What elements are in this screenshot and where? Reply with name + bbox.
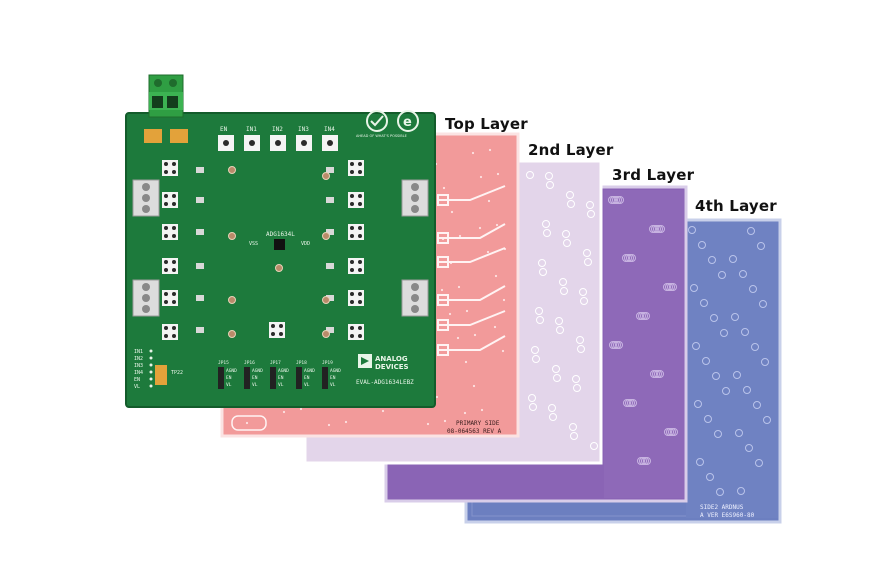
jumper-pin-label: VL — [252, 382, 258, 388]
left-pin-label: IN3 — [134, 363, 143, 369]
analog-devices-logo: ANALOG DEVICES — [358, 354, 409, 371]
jumper-pin-label: AGND — [252, 368, 263, 374]
jumper-pin-label: VL — [226, 382, 232, 388]
jumper-pin-label: VL — [278, 382, 284, 388]
vss-label: VSS — [249, 241, 258, 247]
left-pin-label: IN4 — [134, 370, 143, 376]
left-pin-label: IN2 — [134, 356, 143, 362]
terminal-block-connector — [148, 74, 184, 118]
vdd-label: VDD — [301, 241, 310, 247]
eco-icon — [397, 110, 419, 132]
svg-text:e: e — [403, 115, 412, 130]
model-label: EVAL-ADG1634LEBZ — [356, 379, 414, 386]
jumper-pin-label: EN — [330, 375, 336, 381]
left-pin-label: EN — [134, 377, 140, 383]
jumper-pin-label: VL — [304, 382, 310, 388]
fourth-layer-silk-1: SIDE2 ARDNUS — [700, 504, 744, 511]
top-layer-label: Top Layer — [445, 115, 528, 133]
svg-text:ANALOG: ANALOG — [375, 355, 408, 363]
chip-label: ADG1634L — [266, 231, 295, 238]
jumper-label: JP16 — [244, 360, 255, 366]
jumper-pin-label: AGND — [226, 368, 237, 374]
second-layer-label: 2nd Layer — [528, 141, 614, 159]
top-header-label: IN2 — [272, 126, 283, 133]
jumper-label: JP19 — [322, 360, 333, 366]
jumper-pin-label: EN — [278, 375, 284, 381]
fourth-layer-label: 4th Layer — [695, 197, 777, 215]
left-pin-label: IN1 — [134, 349, 143, 355]
jumper-label: JP18 — [296, 360, 307, 366]
jumper-pin-label: AGND — [304, 368, 315, 374]
svg-text:DEVICES: DEVICES — [375, 363, 409, 371]
jumper-pin-label: AGND — [278, 368, 289, 374]
fourth-layer-silk-2: A VER E6S960-80 — [700, 512, 755, 519]
jumper-pin-label: VL — [330, 382, 336, 388]
jumper-pin-label: EN — [226, 375, 232, 381]
third-layer-label: 3rd Layer — [612, 166, 695, 184]
jumper-pin-label: EN — [304, 375, 310, 381]
top-header-label: IN3 — [298, 126, 309, 133]
jumper-pin-label: AGND — [330, 368, 341, 374]
jumper-label: JP15 — [218, 360, 229, 366]
tagline: AHEAD OF WHAT'S POSSIBLE — [356, 134, 407, 138]
tp-ref-label: TP22 — [171, 370, 183, 376]
jumper-pin-label: EN — [252, 375, 258, 381]
top-header-label: IN4 — [324, 126, 335, 133]
top-header-label: EN — [220, 126, 228, 133]
top-layer-silk-2: 08-064563 REV A — [447, 428, 502, 435]
switch-ic — [274, 239, 285, 250]
jumper-label: JP17 — [270, 360, 281, 366]
top-header-label: IN1 — [246, 126, 257, 133]
top-layer-silk-1: PRIMARY SIDE — [456, 420, 500, 427]
left-pin-label: VL — [134, 384, 140, 390]
rohs-icon — [366, 110, 388, 132]
